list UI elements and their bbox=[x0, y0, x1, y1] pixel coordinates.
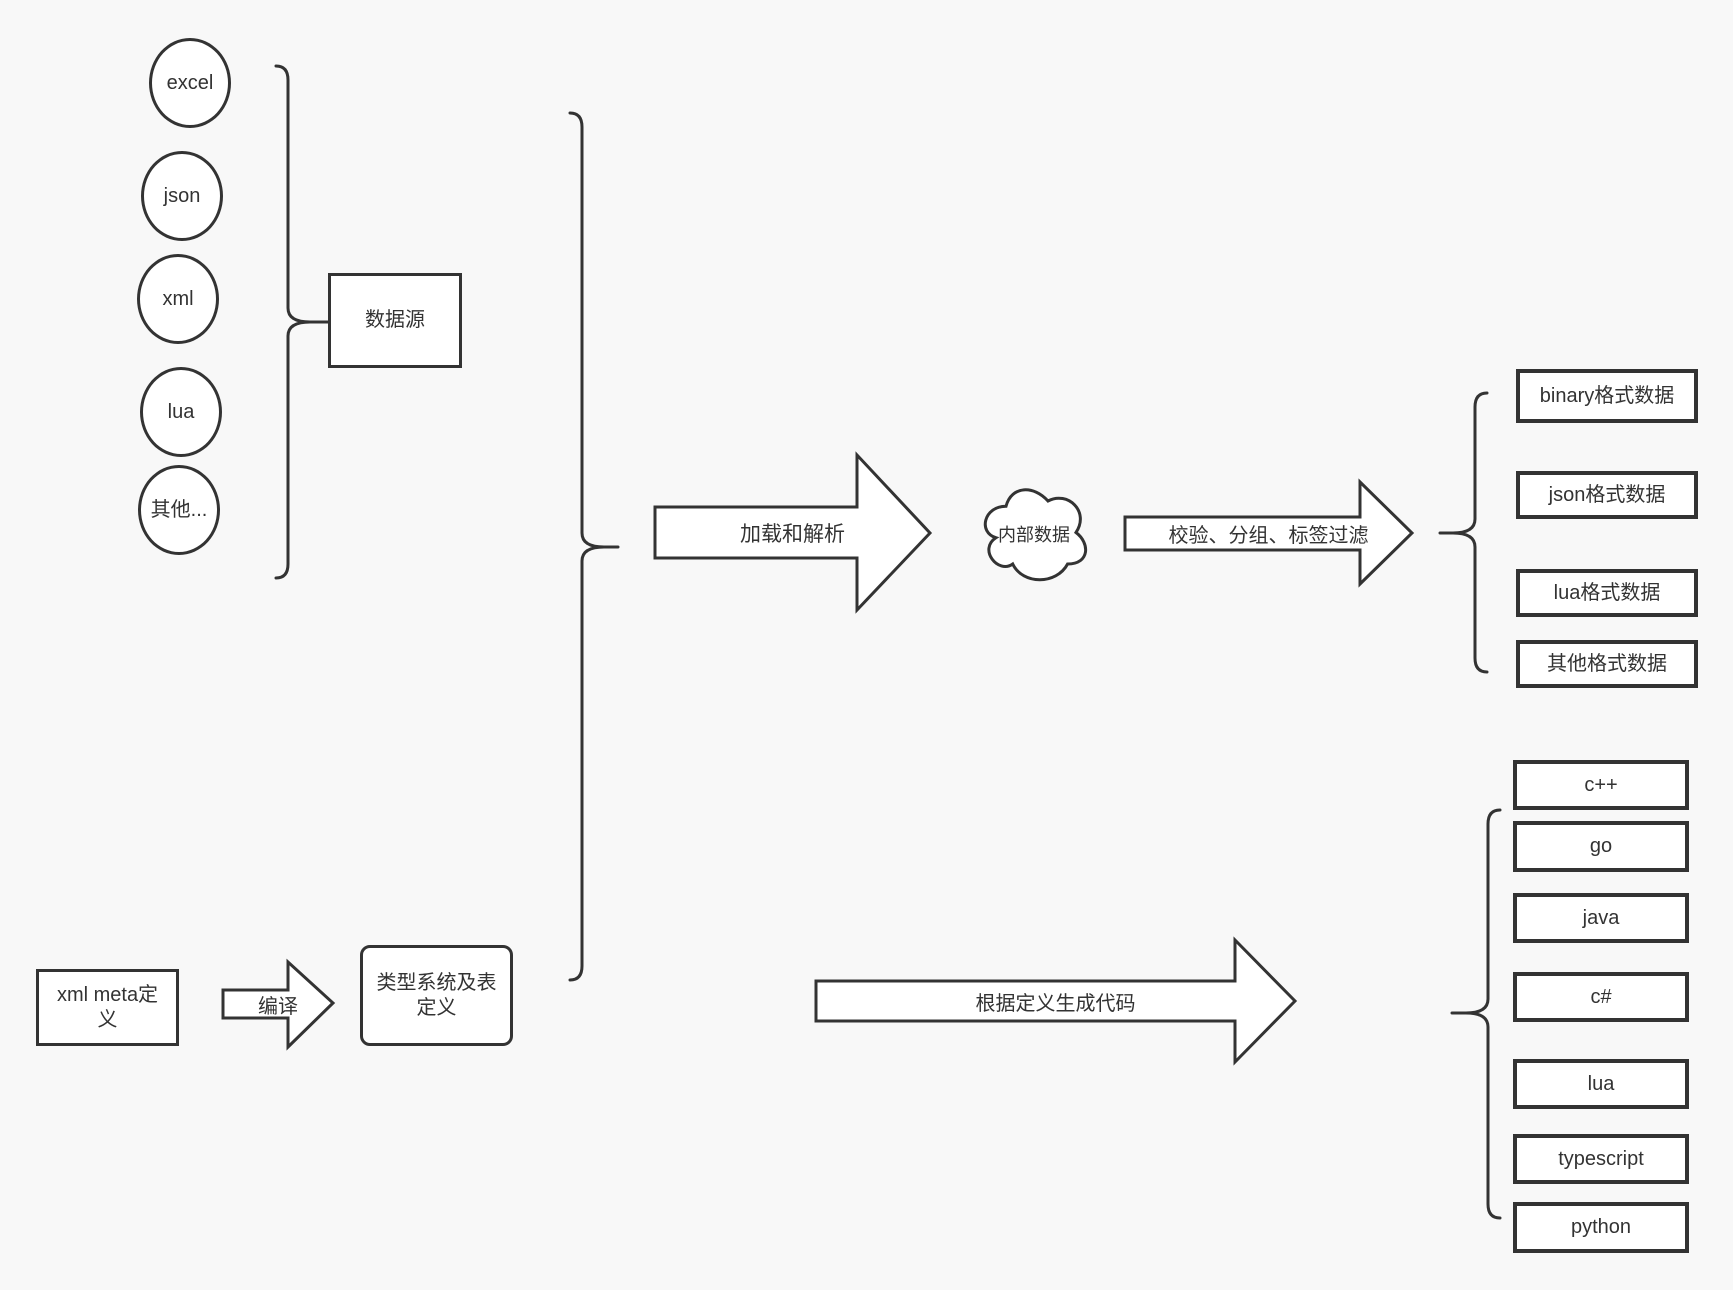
source-node-excel: excel bbox=[149, 38, 231, 128]
data-output-binary-label: binary格式数据 bbox=[1539, 384, 1675, 407]
code-output-box-csharp: c# bbox=[1513, 972, 1689, 1022]
data-source-box: 数据源 bbox=[328, 273, 462, 368]
type-system-line-2: 定义 bbox=[416, 996, 457, 1019]
xml-meta-box-label: xml meta定 义 bbox=[57, 983, 158, 1033]
code-output-cpp-label: c++ bbox=[1584, 773, 1618, 796]
type-system-line-1: 类型系统及表 bbox=[376, 971, 497, 994]
type-system-box: 类型系统及表 定义 bbox=[360, 945, 513, 1046]
data-output-other-label: 其他格式数据 bbox=[1547, 652, 1667, 675]
code-output-java-label: java bbox=[1582, 906, 1620, 929]
internal-data-label: 内部数据 bbox=[998, 524, 1070, 545]
source-node-lua: lua bbox=[140, 367, 222, 457]
source-node-other-label: 其他... bbox=[150, 498, 208, 521]
filter-arrow bbox=[1123, 478, 1415, 588]
code-output-box-lua: lua bbox=[1513, 1059, 1689, 1109]
source-node-json-label: json bbox=[163, 184, 201, 207]
source-node-xml-label: xml bbox=[162, 287, 194, 310]
data-output-lua-label: lua格式数据 bbox=[1553, 581, 1661, 604]
code-output-box-python: python bbox=[1513, 1202, 1689, 1253]
source-group-brace bbox=[274, 64, 312, 580]
source-node-json: json bbox=[141, 151, 223, 241]
code-output-csharp-label: c# bbox=[1590, 985, 1612, 1008]
source-node-xml: xml bbox=[137, 254, 219, 344]
data-output-box-json: json格式数据 bbox=[1516, 471, 1698, 519]
source-node-lua-label: lua bbox=[167, 400, 195, 423]
code-output-brace bbox=[1464, 808, 1502, 1220]
code-output-box-cpp: c++ bbox=[1513, 760, 1689, 810]
generate-code-arrow bbox=[814, 936, 1298, 1066]
data-output-box-other: 其他格式数据 bbox=[1516, 640, 1698, 688]
xml-meta-line-1: xml meta定 bbox=[56, 983, 159, 1006]
code-output-typescript-label: typescript bbox=[1558, 1147, 1644, 1170]
code-output-python-label: python bbox=[1570, 1216, 1632, 1238]
load-parse-arrow bbox=[653, 451, 933, 614]
compile-arrow bbox=[221, 958, 336, 1051]
internal-data-cloud bbox=[983, 488, 1087, 582]
code-output-go-label: go bbox=[1589, 835, 1613, 857]
data-output-box-lua: lua格式数据 bbox=[1516, 569, 1698, 617]
data-output-box-binary: binary格式数据 bbox=[1516, 369, 1698, 423]
data-output-json-label: json格式数据 bbox=[1548, 483, 1666, 506]
code-output-box-java: java bbox=[1513, 893, 1689, 943]
pipeline-input-brace bbox=[568, 111, 606, 982]
code-output-box-typescript: typescript bbox=[1513, 1134, 1689, 1184]
data-source-box-label: 数据源 bbox=[365, 309, 425, 331]
code-output-lua-label: lua bbox=[1587, 1072, 1615, 1095]
code-output-box-go: go bbox=[1513, 821, 1689, 872]
type-system-box-label: 类型系统及表 定义 bbox=[377, 971, 497, 1021]
data-output-brace bbox=[1451, 391, 1489, 674]
xml-meta-line-2: 义 bbox=[97, 1008, 118, 1031]
source-node-excel-label: excel bbox=[166, 71, 214, 94]
xml-meta-box: xml meta定 义 bbox=[36, 969, 179, 1046]
source-node-other: 其他... bbox=[138, 465, 220, 555]
